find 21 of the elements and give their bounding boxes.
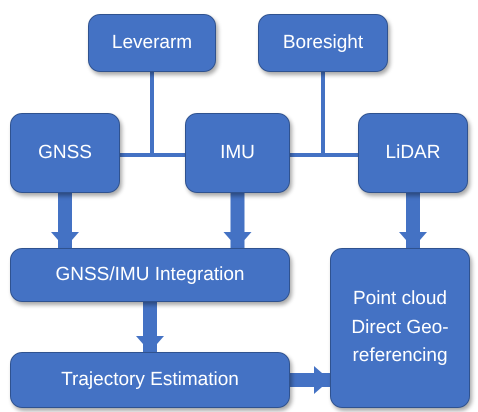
process-box [358, 113, 468, 193]
box-label: IMU [220, 140, 255, 165]
block-arrow [224, 193, 252, 248]
block-arrow [136, 302, 164, 352]
process-box [10, 113, 120, 193]
box-label: Leverarm [112, 30, 192, 55]
process-box [185, 113, 290, 193]
process-box [10, 352, 290, 408]
process-box [258, 14, 388, 72]
box-label: GNSS [38, 140, 92, 165]
box-label: Boresight [282, 30, 364, 55]
box-label: GNSS/IMU Integration [55, 262, 245, 287]
process-box [88, 14, 216, 72]
box-label: LiDAR [386, 140, 440, 165]
box-label: Point cloud Direct Geo-referencing [350, 287, 450, 368]
process-box [330, 248, 470, 408]
box-label: Trajectory Estimation [61, 368, 239, 392]
process-box [10, 248, 290, 302]
block-arrow [290, 366, 330, 394]
block-arrow [399, 193, 427, 248]
block-arrow [51, 193, 79, 248]
